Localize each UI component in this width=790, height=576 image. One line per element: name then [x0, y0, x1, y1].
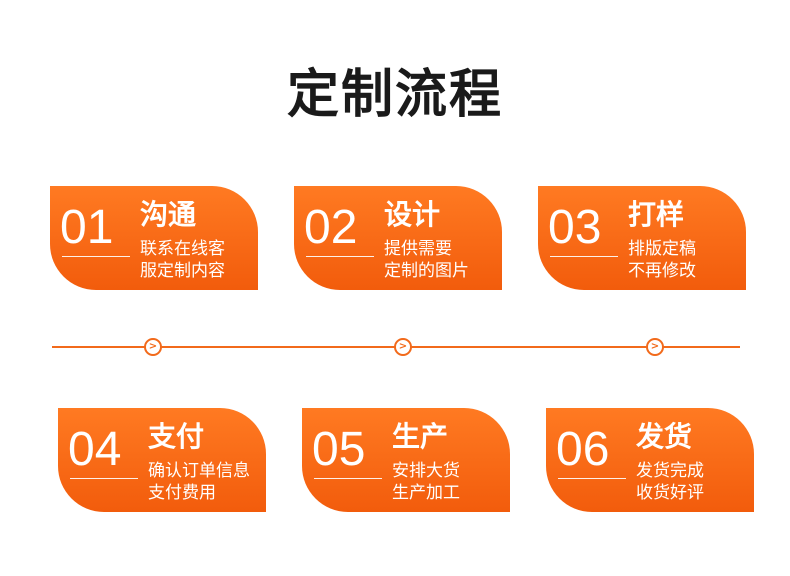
arrow-right-icon: >: [394, 338, 412, 356]
step-desc-line: 发货完成: [636, 461, 704, 481]
number-underline: [558, 478, 626, 479]
step-card-1: 01 沟通 联系在线客 服定制内容: [50, 186, 258, 290]
arrow-right-icon: >: [144, 338, 162, 356]
step-desc-line: 支付费用: [148, 483, 216, 503]
page-title: 定制流程: [286, 65, 503, 125]
step-desc-line: 排版定稿: [628, 239, 696, 259]
step-card-3: 03 打样 排版定稿 不再修改: [538, 186, 746, 290]
number-underline: [70, 478, 138, 479]
step-title: 设计: [384, 198, 441, 231]
step-description: 确认订单信息 支付费用: [148, 460, 250, 504]
step-description: 提供需要 定制的图片: [384, 238, 469, 282]
step-desc-line: 提供需要: [384, 239, 452, 259]
step-desc-line: 生产加工: [392, 483, 460, 503]
step-number: 01: [60, 201, 114, 254]
number-underline: [314, 478, 382, 479]
step-card-2: 02 设计 提供需要 定制的图片: [294, 186, 502, 290]
step-desc-line: 确认订单信息: [148, 461, 250, 481]
step-title: 发货: [636, 420, 693, 453]
step-description: 排版定稿 不再修改: [628, 238, 696, 282]
step-title: 沟通: [140, 198, 197, 231]
step-title: 支付: [148, 420, 205, 453]
step-description: 发货完成 收货好评: [636, 460, 704, 504]
step-card-5: 05 生产 安排大货 生产加工: [302, 408, 510, 512]
step-title: 打样: [628, 198, 685, 231]
step-title: 生产: [392, 420, 449, 453]
arrow-right-icon: >: [646, 338, 664, 356]
step-number: 06: [556, 423, 610, 476]
number-underline: [550, 256, 618, 257]
step-number: 04: [68, 423, 122, 476]
step-desc-line: 收货好评: [636, 483, 704, 503]
step-desc-line: 安排大货: [392, 461, 460, 481]
step-desc-line: 联系在线客: [140, 239, 225, 259]
step-desc-line: 不再修改: [628, 261, 696, 281]
step-card-6: 06 发货 发货完成 收货好评: [546, 408, 754, 512]
step-card-4: 04 支付 确认订单信息 支付费用: [58, 408, 266, 512]
step-description: 联系在线客 服定制内容: [140, 238, 225, 282]
step-number: 03: [548, 201, 602, 254]
step-desc-line: 服定制内容: [140, 261, 225, 281]
step-number: 05: [312, 423, 366, 476]
number-underline: [62, 256, 130, 257]
step-desc-line: 定制的图片: [384, 261, 469, 281]
step-number: 02: [304, 201, 358, 254]
step-description: 安排大货 生产加工: [392, 460, 460, 504]
number-underline: [306, 256, 374, 257]
